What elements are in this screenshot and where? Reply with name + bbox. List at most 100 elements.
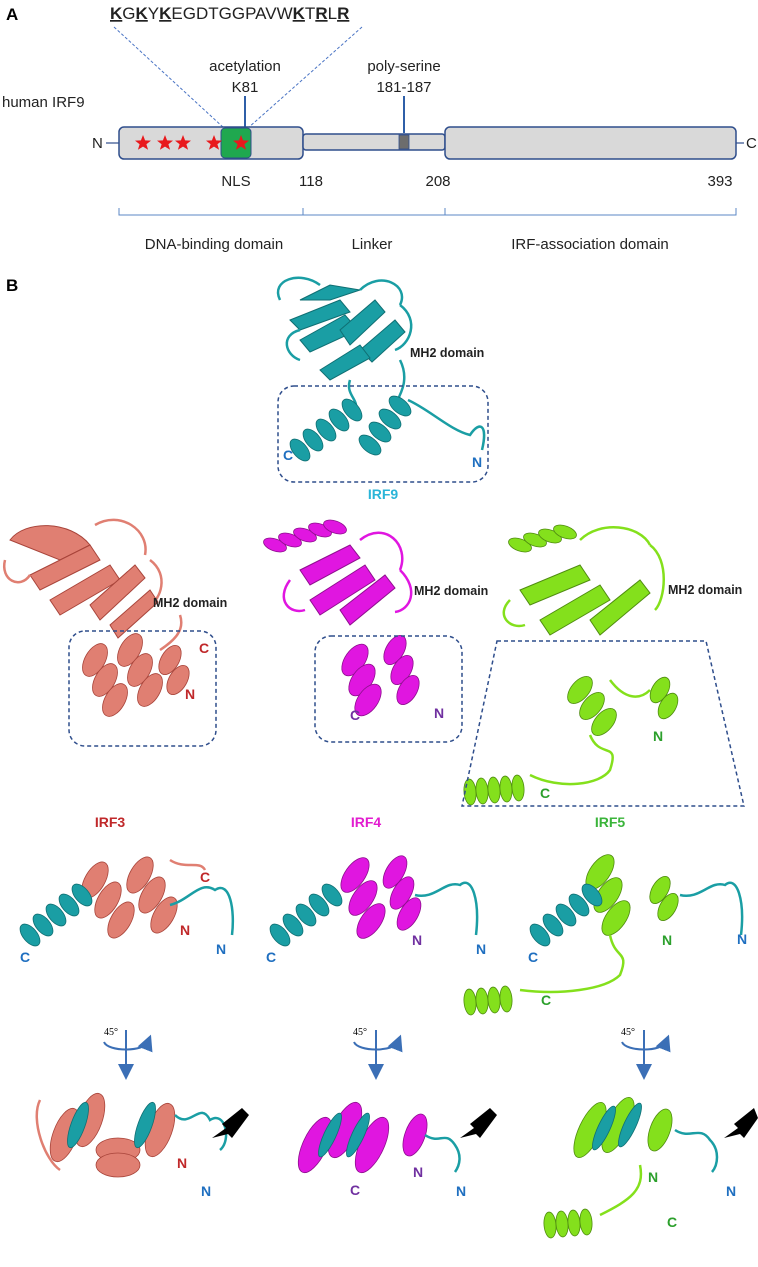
irf9-overlay3-n-label: N <box>737 931 747 947</box>
acetylation-label: acetylation <box>209 58 281 75</box>
irf5-overlay-n-label: N <box>662 932 672 948</box>
arrow-icon <box>212 1108 249 1138</box>
irf9-highlight-box <box>277 385 489 483</box>
irf3-overlay-n-label: N <box>180 922 190 938</box>
domain-dna-binding: DNA-binding domain <box>145 236 283 253</box>
sequence-guide-right <box>247 26 363 129</box>
irf4-name: IRF4 <box>351 814 382 830</box>
irf4-highlight-box <box>314 635 463 743</box>
rotation-arrow-2: 45° <box>353 1027 403 1080</box>
irf9-overlay2-n-label: N <box>476 941 486 957</box>
n-terminus: N <box>92 135 103 152</box>
irf9-rotated1-n-label: N <box>201 1183 211 1199</box>
domain-linker: Linker <box>352 236 393 253</box>
irf9-name: IRF9 <box>368 486 399 502</box>
rotation-arrow-3: 45° <box>621 1027 671 1080</box>
irf4-structure <box>263 519 420 717</box>
irf9-c-label: C <box>283 447 293 463</box>
sequence-residue: G <box>122 4 135 23</box>
rotation-arrow-1: 45° <box>103 1027 153 1080</box>
irf5-c-label: C <box>540 785 550 801</box>
irf3-domain-label: MH2 domain <box>153 596 227 610</box>
irf5-n-label: N <box>653 728 663 744</box>
polyserine-range: 181-187 <box>376 79 431 96</box>
sequence-residue-key: K <box>136 4 149 23</box>
irf3-c-label: C <box>199 640 209 656</box>
star-icon <box>135 135 151 150</box>
star-icon <box>233 135 249 150</box>
irf9-overlay3-c-label: C <box>528 949 538 965</box>
irf9-n-label: N <box>472 454 482 470</box>
star-icon <box>206 135 222 150</box>
svg-text:45°: 45° <box>104 1027 118 1038</box>
sequence-guide-left <box>113 26 225 129</box>
sequence-residue: EGDTGGPAVW <box>171 4 292 23</box>
irf5-domain-label: MH2 domain <box>668 583 742 597</box>
irf9-rotated2-n-label: N <box>456 1183 466 1199</box>
irf9-rotated3-n-label: N <box>726 1183 736 1199</box>
nls-label: NLS <box>221 173 250 190</box>
sequence-residue-key: K <box>159 4 172 23</box>
irf9-domain-label: MH2 domain <box>410 346 484 360</box>
protein-name: human IRF9 <box>2 94 85 111</box>
irf3-overlay-c-label: C <box>200 869 210 885</box>
irf4-overlay-n-label: N <box>412 932 422 948</box>
domain-irf-association: IRF-association domain <box>511 236 669 253</box>
panel-b-label: B <box>6 276 18 295</box>
position-393: 393 <box>707 173 732 190</box>
irf5-structure <box>463 524 679 806</box>
panel-a-label: A <box>6 5 18 24</box>
irf3-rotated-n-label: N <box>177 1155 187 1171</box>
sequence-residue: Y <box>148 4 159 23</box>
irf3-name: IRF3 <box>95 814 126 830</box>
irf4-c-label: C <box>350 707 360 723</box>
nls-sequence: KGKYKEGDTGGPAVWKTRLR <box>110 4 349 23</box>
arrow-icon <box>460 1108 497 1138</box>
sequence-residue-key: K <box>110 4 123 23</box>
irf4-overlay <box>269 855 479 947</box>
irf5-rotated-c-label: C <box>667 1214 677 1230</box>
irf5-rotated-n-label: N <box>648 1169 658 1185</box>
sequence-residue-key: R <box>337 4 349 23</box>
lysine-stars <box>135 135 249 150</box>
irf9-overlay2-c-label: C <box>266 949 276 965</box>
irf3-highlight-box <box>68 630 217 747</box>
arrow-icon <box>724 1108 758 1138</box>
irf3-rotated-view <box>35 1092 228 1178</box>
domain-brackets <box>118 208 737 216</box>
sequence-residue: L <box>328 4 337 23</box>
irf9-overlay1-c-label: C <box>20 949 30 965</box>
star-icon <box>157 135 173 150</box>
irf-association-domain-box <box>444 126 737 160</box>
polyserine-block <box>398 134 410 150</box>
irf4-rotated-c-label: C <box>350 1182 360 1198</box>
svg-text:45°: 45° <box>353 1027 367 1038</box>
irf3-overlay <box>19 856 235 947</box>
svg-text:45°: 45° <box>621 1027 635 1038</box>
irf9-overlay1-n-label: N <box>216 941 226 957</box>
acetylation-site: K81 <box>232 79 259 96</box>
irf4-rotated-view <box>297 1101 461 1174</box>
irf5-name: IRF5 <box>595 814 626 830</box>
irf9-structure <box>276 276 486 462</box>
sequence-residue: T <box>305 4 315 23</box>
irf4-n-label: N <box>434 705 444 721</box>
irf4-rotated-n-label: N <box>413 1164 423 1180</box>
irf5-highlight-box <box>461 640 745 807</box>
sequence-residue-key: K <box>293 4 306 23</box>
polyserine-label: poly-serine <box>367 58 440 75</box>
nls-block <box>220 127 252 159</box>
sequence-residue-key: R <box>315 4 327 23</box>
c-terminus: C <box>746 135 757 152</box>
linker-box <box>302 133 446 151</box>
star-icon <box>175 135 191 150</box>
irf3-n-label: N <box>185 686 195 702</box>
position-118: 118 <box>299 173 323 190</box>
position-208: 208 <box>425 173 450 190</box>
irf3-structure <box>2 518 190 717</box>
irf5-rotated-view <box>543 1097 719 1239</box>
irf4-domain-label: MH2 domain <box>414 584 488 598</box>
irf5-overlay-c-label: C <box>541 992 551 1008</box>
irf5-overlay <box>463 854 744 1016</box>
